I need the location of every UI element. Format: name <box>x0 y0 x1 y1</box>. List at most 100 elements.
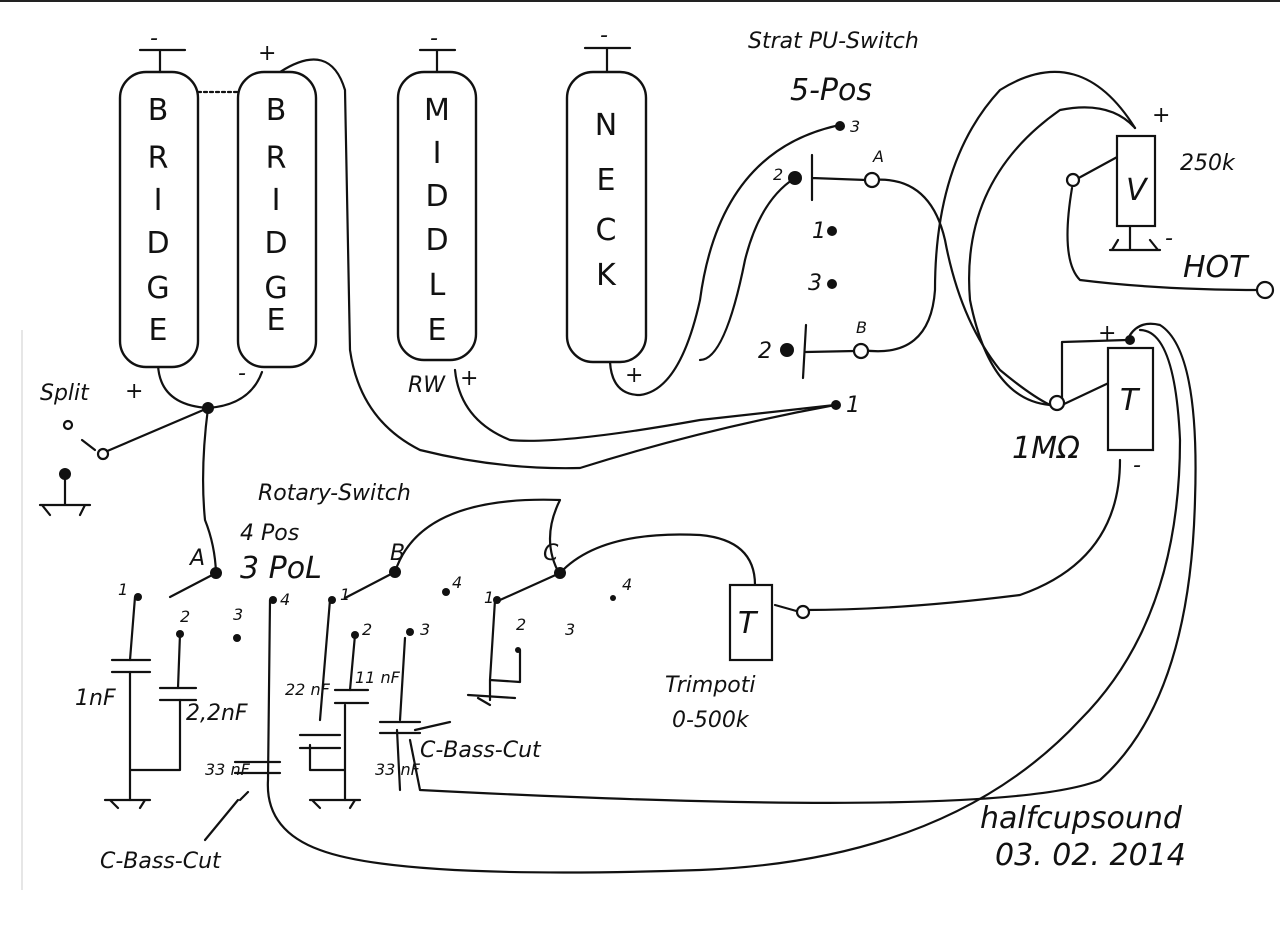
volume-pot: V 250k + - <box>1065 103 1236 251</box>
split-label: Split <box>40 381 90 406</box>
pickup-letter: G <box>146 271 169 306</box>
pickup-letter: B <box>266 93 287 128</box>
pu-switch-subtitle: 5-Pos <box>790 73 872 108</box>
pickup-middle-letters: M I D D L E <box>424 93 450 348</box>
capacitor-label: 2,2nF <box>186 701 248 726</box>
trimpoti-symbol: T <box>738 606 759 641</box>
position-label: 1 <box>340 585 350 604</box>
pickup-letter: K <box>596 258 617 293</box>
terminal-label: 2 <box>773 165 783 184</box>
pickup-bridge-1-letters: B R I D G E <box>146 93 169 348</box>
hot-output-label: HOT <box>1183 250 1250 285</box>
polarity-mark: - <box>1165 226 1173 251</box>
pickup-letter: N <box>595 108 617 143</box>
pickup-letter: I <box>272 183 281 218</box>
position-label: 1 <box>484 588 494 607</box>
position-label: 2 <box>180 607 190 626</box>
polarity-mark: - <box>1133 453 1141 478</box>
hot-output-terminal <box>1255 280 1275 300</box>
terminal-label: B <box>856 318 867 337</box>
position-label: 2 <box>516 615 526 634</box>
rotary-switch-positions: 4 Pos <box>240 521 299 546</box>
polarity-mark: + <box>125 379 143 404</box>
terminal-label: 2 <box>758 339 772 364</box>
volume-pot-label: V <box>1126 173 1149 208</box>
pickup-letter: R <box>148 141 169 176</box>
polarity-mark: + <box>460 366 478 391</box>
capacitor-label: 1nF <box>75 686 116 711</box>
pole-label: C <box>543 541 559 566</box>
polarity-mark: - <box>430 26 438 51</box>
pickup-letter: M <box>424 93 450 128</box>
volume-pot-value: 250k <box>1180 151 1236 176</box>
solder-junction <box>202 402 214 414</box>
split-terminal <box>62 419 74 431</box>
position-label: 1 <box>118 580 128 599</box>
terminal-label: 3 <box>850 117 860 136</box>
trimpoti-range: 0-500k <box>672 708 750 733</box>
capacitor-label: 22 nF <box>285 680 331 699</box>
split-ground-terminal <box>59 468 71 480</box>
signature-name: halfcupsound <box>980 801 1183 836</box>
pickup-bridge-2-letters: B R I D G E <box>264 93 287 338</box>
pu-switch-title: Strat PU-Switch <box>748 29 919 54</box>
polarity-mark: + <box>1152 103 1170 128</box>
bass-cut-label: C-Bass-Cut <box>420 738 542 763</box>
position-label: 4 <box>452 573 462 592</box>
position-label: 4 <box>280 590 290 609</box>
rotary-switch-poles: 3 PoL <box>240 551 322 586</box>
pickup-bridge-2 <box>196 70 318 369</box>
position-label: 3 <box>565 620 575 639</box>
polarity-mark: - <box>600 23 608 48</box>
pickup-letter: R <box>266 141 287 176</box>
signature-date: 03. 02. 2014 <box>995 838 1186 873</box>
pickup-letter: G <box>264 271 287 306</box>
pickup-letter: E <box>149 313 168 348</box>
terminal-label: 1 <box>846 393 860 418</box>
pickup-letter: E <box>267 303 286 338</box>
pu-switch: Strat PU-Switch 5-Pos 3 2 A 1 3 2 B 1 <box>748 29 919 418</box>
terminal-label: 3 <box>808 271 822 296</box>
polarity-mark: - <box>238 361 246 386</box>
pole-label: B <box>390 541 405 566</box>
polarity-mark: - <box>150 26 158 51</box>
trimpoti-title: Trimpoti <box>665 673 755 698</box>
pickup-neck-letters: N E C K <box>595 108 617 293</box>
pickup-middle <box>396 48 478 362</box>
tone-pot-label: T <box>1120 383 1141 418</box>
rw-label: RW <box>408 373 446 398</box>
pickup-letter: C <box>596 213 617 248</box>
position-label: 3 <box>233 605 243 624</box>
split-terminal <box>96 447 110 461</box>
bass-cut-label: C-Bass-Cut <box>100 849 222 874</box>
pole-label: A <box>188 546 205 571</box>
rotary-switch-title: Rotary-Switch <box>258 481 411 506</box>
tone-pot: T 1MΩ + - <box>1012 321 1155 478</box>
pickup-letter: D <box>264 226 287 261</box>
position-label: 2 <box>362 620 372 639</box>
pickup-letter: B <box>148 93 169 128</box>
capacitor-label: 11 nF <box>355 668 401 687</box>
pickup-bridge-1 <box>118 48 200 369</box>
position-label: 4 <box>622 575 632 594</box>
pickup-letter: D <box>146 226 169 261</box>
tone-pot-value: 1MΩ <box>1012 431 1080 466</box>
pickup-letter: I <box>154 183 163 218</box>
capacitor-label: 33 nF <box>375 760 421 779</box>
polarity-mark: + <box>258 41 276 66</box>
position-label: 3 <box>420 620 430 639</box>
terminal-label: A <box>872 147 884 166</box>
pickup-letter: L <box>429 268 446 303</box>
capacitor-label: 33 nF <box>205 760 251 779</box>
pickup-letter: D <box>425 179 448 214</box>
terminal-label: 1 <box>812 219 826 244</box>
pickup-letter: E <box>597 163 616 198</box>
pickup-letter: I <box>433 136 442 171</box>
polarity-mark: + <box>1098 321 1116 346</box>
pickup-neck <box>565 46 648 364</box>
rotary-switch: Rotary-Switch 4 Pos 3 PoL A B C 1 2 3 4 … <box>118 481 632 653</box>
pickup-letter: D <box>425 223 448 258</box>
polarity-mark: + <box>625 363 643 388</box>
pickup-letter: E <box>428 313 447 348</box>
